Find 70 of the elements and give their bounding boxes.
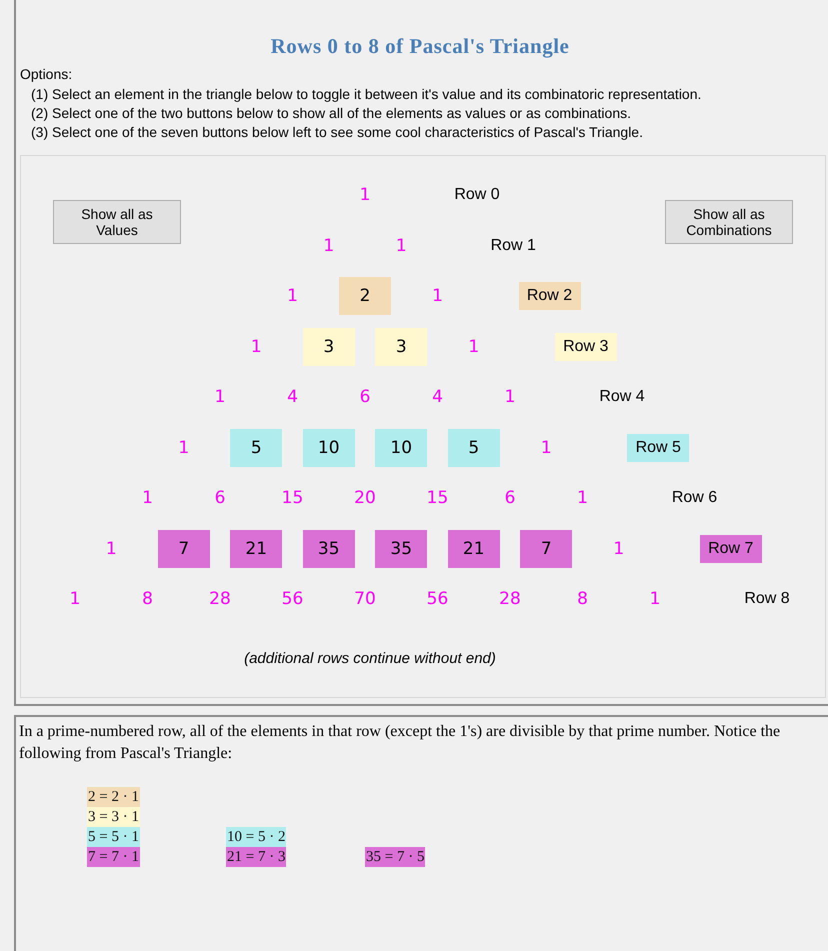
triangle-number: 6 (214, 487, 226, 510)
triangle-number: 1 (177, 436, 190, 460)
highlighted-number: 21 (230, 530, 282, 568)
triangle-number: 15 (426, 487, 450, 510)
options-heading: Options: (20, 66, 72, 82)
page-title: Rows 0 to 8 of Pascal's Triangle (270, 34, 570, 59)
triangle-number: 8 (141, 588, 154, 611)
row-label: Row 0 (453, 185, 501, 205)
triangle-number: 1 (431, 285, 444, 308)
option-text: (2) Select one of the two buttons below to show all of the elements as values or as combinations. (31, 105, 631, 121)
triangle-number: 1 (467, 336, 480, 358)
triangle-number: 1 (322, 234, 336, 258)
row-label: Row 6 (670, 488, 718, 508)
highlighted-number: 35 (375, 530, 428, 568)
formula-label: 2 = 2 · 1 (87, 787, 140, 807)
triangle-number: 56 (426, 588, 450, 611)
triangle-number: 6 (358, 386, 372, 409)
highlighted-number: 7 (158, 530, 210, 568)
highlighted-row-label: Row 5 (627, 434, 690, 462)
show-combinations-button: Show all as Combinations (665, 200, 793, 244)
triangle-number: 28 (208, 588, 232, 611)
formula-label: 21 = 7 · 3 (226, 847, 286, 867)
triangle-number: 1 (504, 386, 516, 409)
highlighted-number: 35 (302, 530, 355, 568)
formula-label: 7 = 7 · 1 (87, 847, 140, 867)
highlighted-number: 10 (375, 428, 428, 466)
highlighted-number: 10 (302, 428, 355, 466)
triangle-number: 8 (576, 588, 589, 611)
highlighted-row-label: Row 3 (554, 332, 617, 360)
triangle-number: 20 (353, 487, 377, 510)
show-values-button: Show all as Values (53, 200, 181, 244)
triangle-number: 1 (68, 588, 82, 611)
formula-label: 10 = 5 · 2 (226, 827, 286, 847)
row-label: Row 8 (743, 589, 791, 609)
highlighted-number: 2 (339, 277, 391, 315)
formula-label: 35 = 7 · 5 (365, 847, 426, 867)
highlighted-number: 5 (448, 428, 500, 466)
triangle-number: 1 (540, 436, 553, 460)
formula-label: 3 = 3 · 1 (87, 807, 140, 827)
triangle-number: 1 (286, 285, 299, 308)
triangle-number: 1 (576, 487, 589, 510)
triangle-number: 1 (214, 386, 226, 409)
triangle-number: 6 (504, 487, 516, 510)
triangle-number: 70 (353, 588, 377, 611)
row-label: Row 4 (598, 387, 646, 407)
highlighted-number: 21 (448, 530, 500, 568)
triangle-number: 56 (280, 588, 304, 611)
triangle-number: 1 (104, 538, 118, 560)
note-text: In a prime-numbered row, all of the elements in that row (except the 1's) are divisible by that prime number. Notice the following from Pascal's Triangle: (19, 722, 782, 764)
triangle-number: 1 (250, 336, 263, 358)
triangle-number: 4 (286, 386, 299, 409)
triangle-number: 1 (141, 487, 154, 510)
triangle-number: 1 (394, 234, 408, 258)
triangle-number: 1 (358, 184, 372, 207)
highlighted-row-label: Row 2 (518, 282, 580, 310)
highlighted-number: 7 (520, 530, 572, 568)
triangle-number: 28 (498, 588, 522, 611)
highlighted-number: 3 (302, 328, 355, 366)
triangle-number: 4 (431, 386, 444, 409)
row-label: Row 1 (490, 236, 537, 256)
option-text: (1) Select an element in the triangle below to toggle it between it's value and its combinatoric representation. (31, 86, 702, 102)
triangle-number: 1 (612, 538, 626, 560)
footnote-text: (additional rows continue without end) (243, 650, 497, 667)
triangle-number: 15 (280, 487, 304, 510)
triangle-number: 1 (648, 588, 662, 611)
highlighted-row-label: Row 7 (700, 534, 762, 562)
formula-label: 5 = 5 · 1 (87, 827, 140, 847)
highlighted-number: 3 (375, 328, 428, 366)
option-text: (3) Select one of the seven buttons below left to see some cool characteristics of Pascal's Triangle. (31, 124, 643, 140)
highlighted-number: 5 (230, 428, 282, 466)
